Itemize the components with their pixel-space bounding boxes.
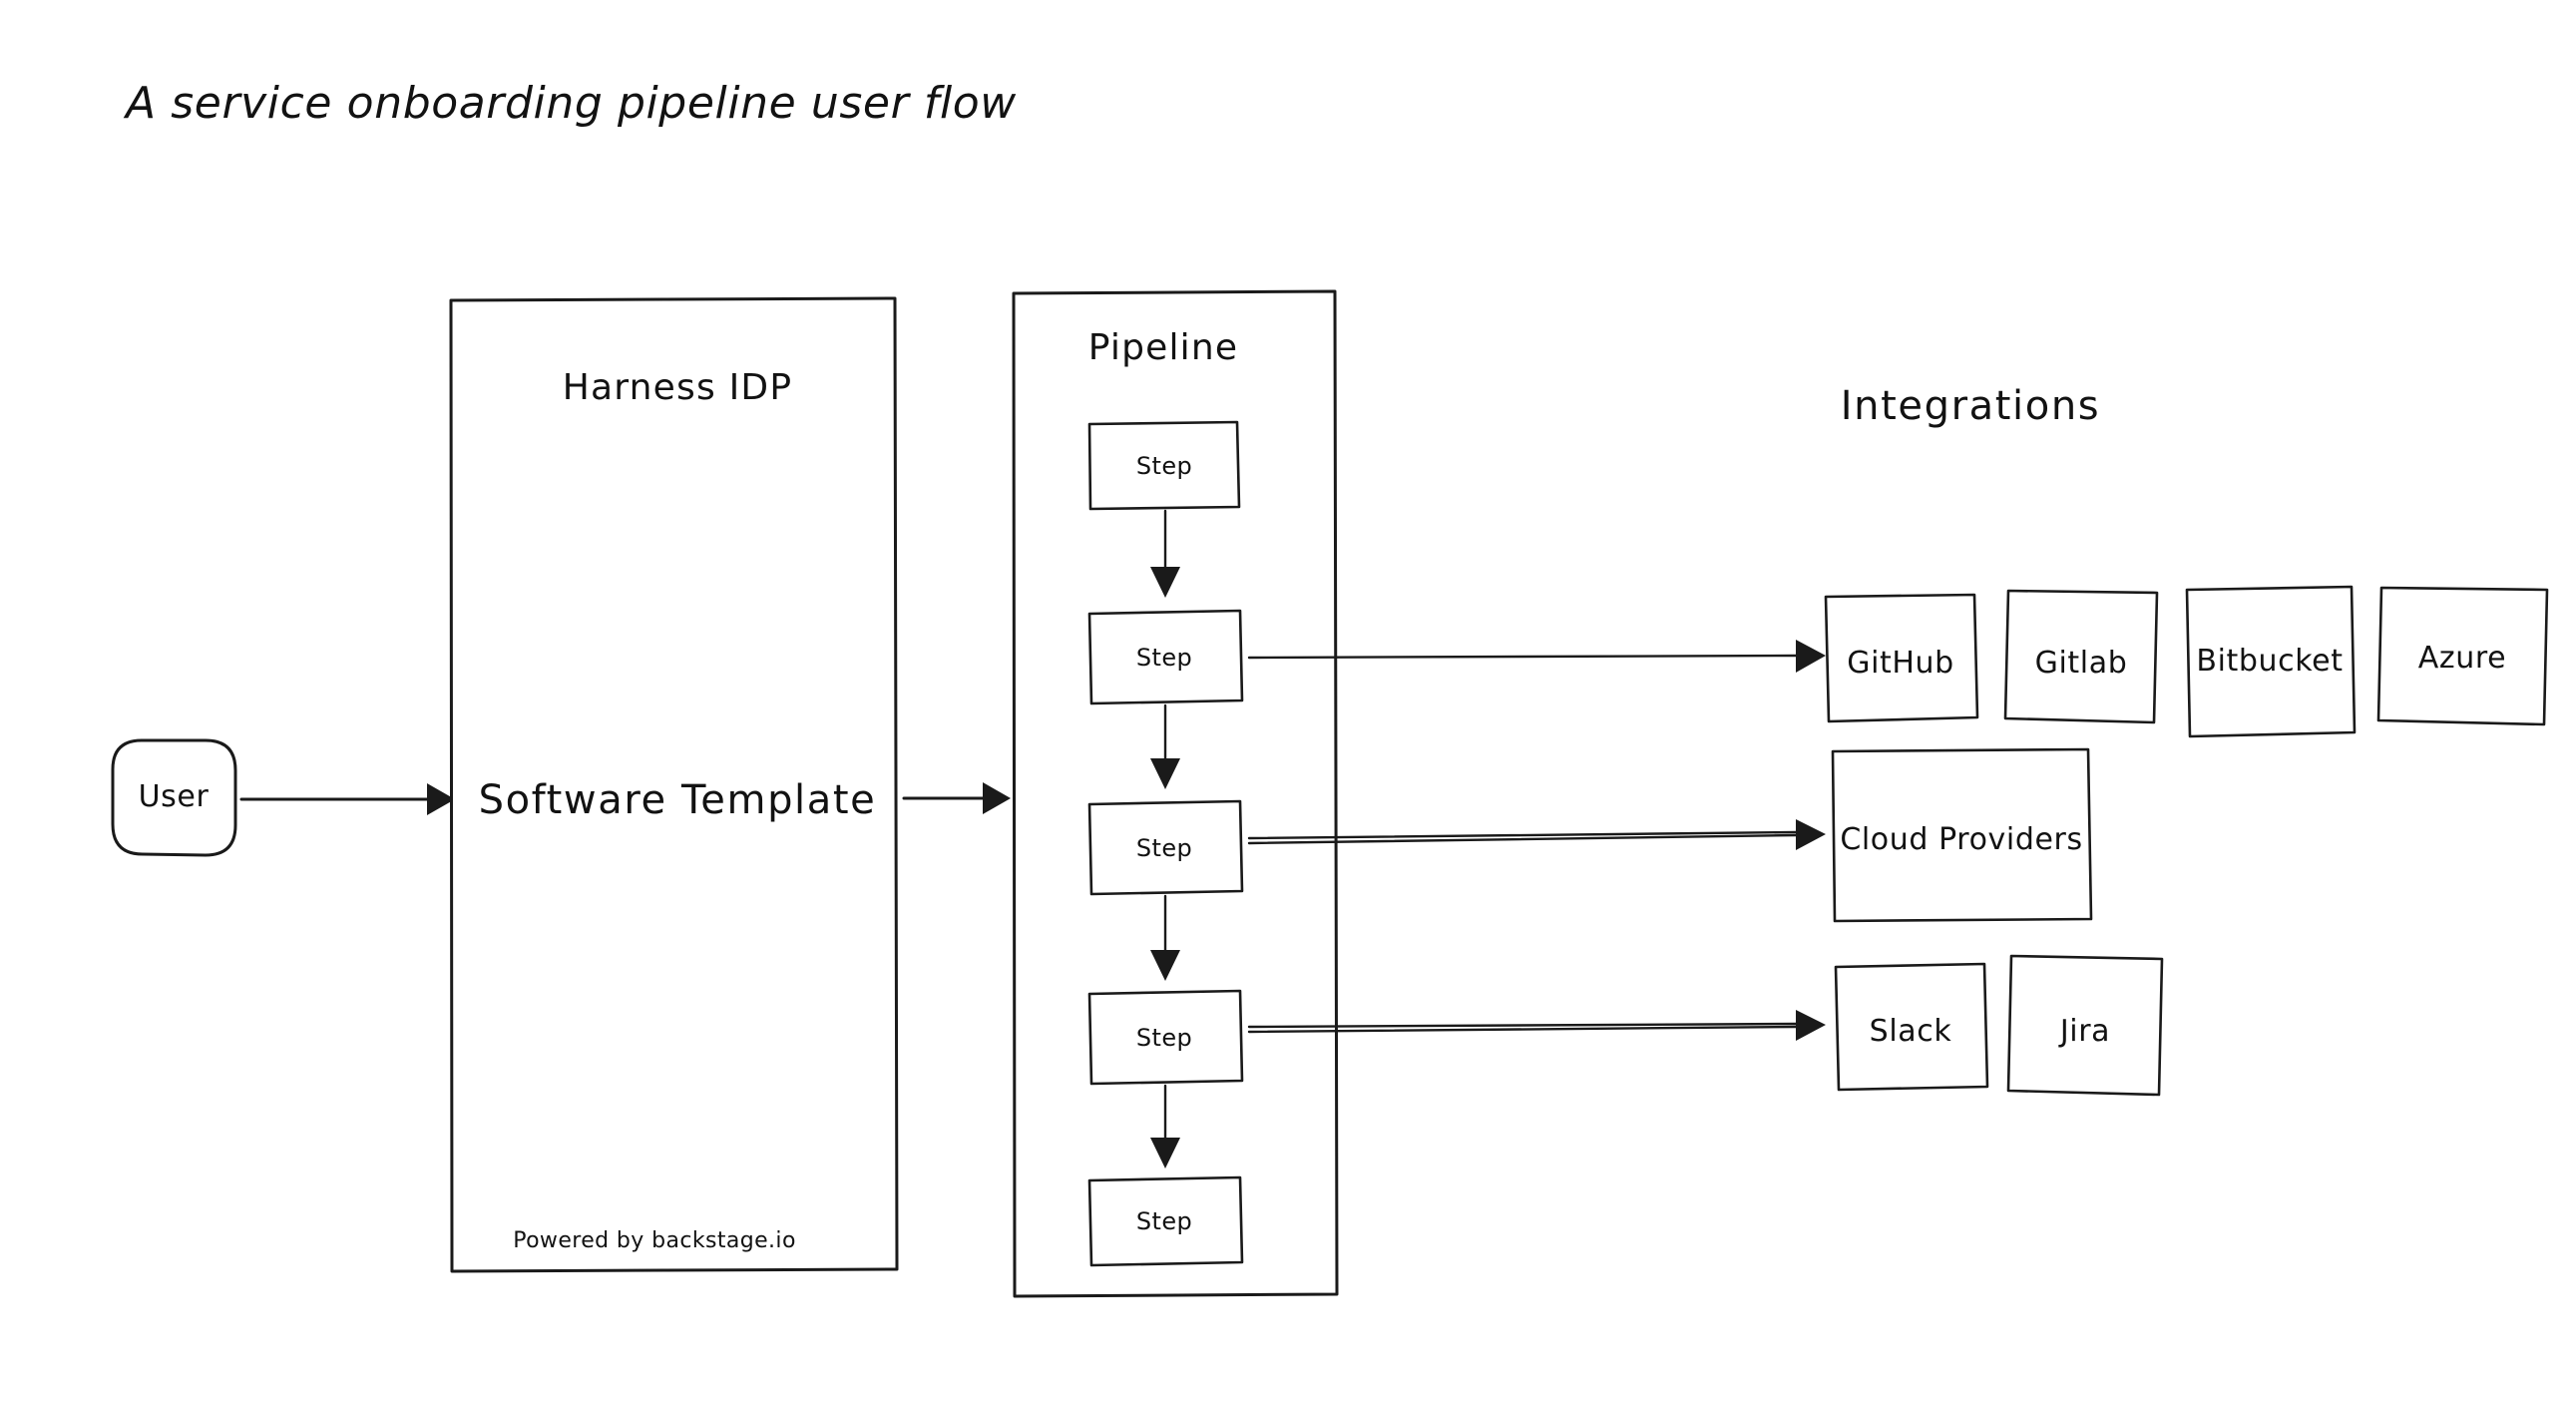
edge-step1-to-step2: [1150, 509, 1180, 598]
edge-step3-to-cloud-providers: [1247, 819, 1826, 850]
integration-slack[interactable]: Slack: [1834, 962, 1989, 1092]
container-pipeline[interactable]: Pipeline Step Step Step: [1012, 289, 1339, 1298]
integration-slack-label: Slack: [1870, 1014, 1952, 1049]
node-user-label: User: [139, 779, 210, 814]
integration-gitlab-label: Gitlab: [2035, 646, 2128, 681]
edge-user-to-harness-idp: [239, 783, 455, 815]
integration-azure[interactable]: Azure: [2376, 586, 2549, 726]
pipeline-step-1[interactable]: Step: [1087, 420, 1241, 511]
integration-jira[interactable]: Jira: [2006, 954, 2164, 1097]
integration-github[interactable]: GitHub: [1824, 593, 1979, 723]
pipeline-step-4[interactable]: Step: [1087, 989, 1244, 1086]
pipeline-step-2-label: Step: [1136, 644, 1192, 672]
integration-cloud-providers[interactable]: Cloud Providers: [1831, 747, 2093, 923]
container-harness-idp[interactable]: Harness IDP Software Template Powered by…: [449, 296, 899, 1273]
software-template-label: Software Template: [479, 777, 877, 823]
container-pipeline-title: Pipeline: [1088, 327, 1239, 368]
node-user[interactable]: User: [111, 738, 237, 857]
edge-step4-to-slack: [1247, 1010, 1826, 1041]
edge-harness-idp-to-pipeline: [902, 782, 1011, 814]
pipeline-step-1-label: Step: [1136, 452, 1192, 480]
edge-step2-to-step3: [1150, 703, 1180, 789]
edge-step2-to-github: [1247, 640, 1826, 673]
pipeline-step-3[interactable]: Step: [1087, 799, 1244, 896]
pipeline-step-2[interactable]: Step: [1087, 609, 1244, 705]
edge-step3-to-step4: [1150, 894, 1180, 981]
integration-bitbucket[interactable]: Bitbucket: [2185, 585, 2357, 738]
integration-jira-label: Jira: [2058, 1014, 2110, 1049]
integration-cloud-providers-label: Cloud Providers: [1840, 822, 2082, 857]
pipeline-step-5-label: Step: [1136, 1207, 1192, 1235]
pipeline-step-4-label: Step: [1136, 1024, 1192, 1052]
page-title: A service onboarding pipeline user flow: [123, 78, 1017, 129]
pipeline-step-3-label: Step: [1136, 834, 1192, 862]
integration-github-label: GitHub: [1847, 646, 1954, 681]
integration-bitbucket-label: Bitbucket: [2196, 644, 2343, 679]
integrations-title: Integrations: [1841, 383, 2100, 429]
edge-step4-to-step5: [1150, 1084, 1180, 1168]
pipeline-step-5[interactable]: Step: [1087, 1175, 1244, 1267]
integration-gitlab[interactable]: Gitlab: [2003, 589, 2159, 724]
powered-by-backstage-label: Powered by backstage.io: [513, 1228, 796, 1253]
integration-azure-label: Azure: [2418, 641, 2506, 676]
container-harness-idp-title: Harness IDP: [563, 367, 792, 408]
